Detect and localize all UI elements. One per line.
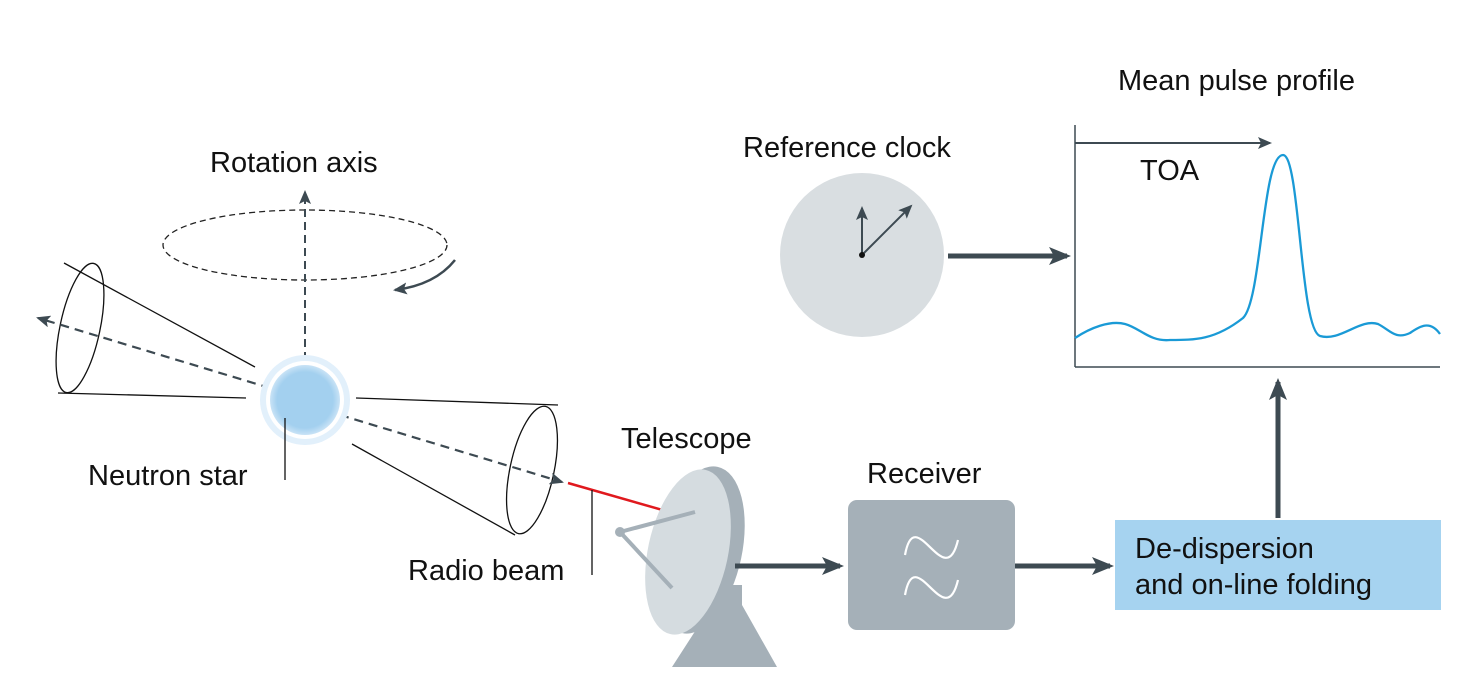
toa-label: TOA (1140, 155, 1200, 187)
mean-pulse-profile-title: Mean pulse profile (1118, 65, 1355, 97)
telescope-icon (615, 466, 777, 667)
rotation-axis-label: Rotation axis (210, 147, 378, 179)
rotation-direction-arrow (393, 259, 456, 295)
neutron-star (270, 365, 340, 435)
dedispersion-box (1115, 520, 1441, 610)
left-cone-edge (57, 392, 247, 399)
radio-beam-label: Radio beam (408, 555, 564, 587)
right-cone-rim (505, 405, 559, 535)
pulse-profile-curve (1074, 153, 1441, 342)
rotation-ellipse (162, 209, 448, 281)
right-cone-edge (355, 397, 559, 406)
beam-axis-left-arrow (36, 315, 271, 390)
left-cone-rim (55, 262, 105, 394)
left-cone-edge (63, 262, 256, 368)
clock-minute-hand (861, 204, 913, 256)
telescope-label: Telescope (621, 423, 752, 455)
right-cone-edge (351, 443, 516, 536)
receiver-box (848, 500, 1015, 630)
dedispersion-label-line1: De-dispersion (1135, 533, 1314, 565)
dedispersion-label-line2: and on-line folding (1135, 569, 1372, 601)
reference-clock-label: Reference clock (743, 132, 951, 164)
neutron-star-label: Neutron star (88, 460, 248, 492)
clock-center (859, 252, 865, 258)
sine-wave-icon (903, 536, 960, 599)
beam-axis-right-arrow (339, 413, 564, 485)
receiver-label: Receiver (867, 458, 982, 490)
